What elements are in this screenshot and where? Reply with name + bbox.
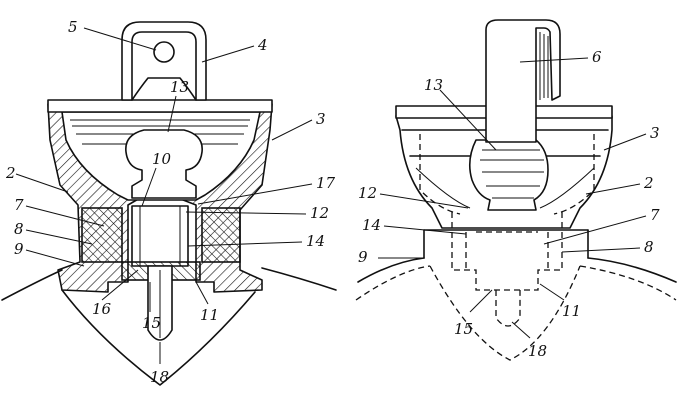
right-stem (468, 139, 549, 211)
right-hidden-left (355, 265, 431, 301)
label-10: 10 (152, 150, 172, 168)
right-hidden-neck (429, 265, 581, 361)
label-4: 4 (257, 36, 268, 54)
label-r11: 11 (562, 302, 581, 320)
label-r14: 14 (362, 216, 381, 234)
label-r3: 3 (650, 124, 660, 142)
label-2: 2 (5, 164, 16, 182)
label-r18: 18 (528, 342, 547, 360)
valve-plug (131, 205, 189, 267)
label-13: 13 (170, 78, 189, 96)
right-strap (485, 19, 561, 143)
left-sectional-view (1, 21, 337, 386)
label-6: 6 (592, 48, 602, 66)
label-r12: 12 (358, 184, 377, 202)
label-15: 15 (142, 314, 161, 332)
valve-stem (125, 129, 203, 199)
label-17: 17 (316, 174, 336, 192)
label-11: 11 (200, 306, 219, 324)
tab-base (131, 77, 197, 101)
sleeve-right (201, 207, 241, 263)
label-3: 3 (316, 110, 326, 128)
cup-rim (47, 99, 273, 113)
right-hidden-valve (451, 212, 563, 291)
right-elevation-view (355, 19, 677, 361)
label-r13: 13 (424, 76, 443, 94)
label-r9: 9 (358, 248, 368, 266)
container-right-wall (261, 267, 337, 291)
sleeve-left (81, 207, 123, 263)
label-14: 14 (306, 232, 325, 250)
label-9: 9 (14, 240, 24, 258)
label-r15: 15 (454, 320, 473, 338)
right-container-right (587, 257, 677, 283)
label-16: 16 (92, 300, 112, 318)
label-7: 7 (14, 196, 24, 214)
label-r7: 7 (650, 206, 660, 224)
right-stem-shading (480, 149, 544, 199)
label-12: 12 (310, 204, 329, 222)
container-left-wall (1, 269, 63, 301)
left-labels: 5 4 13 3 2 10 17 7 12 8 14 9 16 15 11 18 (5, 18, 336, 386)
right-labels: 6 13 3 12 2 14 7 9 8 11 15 18 (358, 48, 660, 360)
right-hidden-tube (495, 290, 521, 327)
label-5: 5 (68, 18, 78, 36)
right-hidden-right (579, 265, 677, 301)
container-inner-neck (61, 289, 256, 386)
label-r8: 8 (644, 238, 654, 256)
label-8: 8 (14, 220, 24, 238)
label-18: 18 (150, 368, 169, 386)
label-r2: 2 (643, 174, 654, 192)
tab-hole (153, 41, 175, 63)
right-container-left (357, 257, 425, 283)
